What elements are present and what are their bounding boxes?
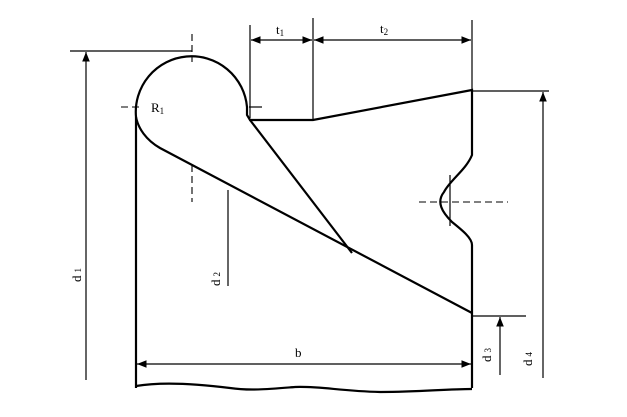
label-d3: d3 [479,348,494,363]
dimension-d3: d3 [472,315,526,375]
label-d1: d1 [69,268,84,282]
dimension-d2: d2 [208,190,229,286]
center-lines [121,34,508,226]
dimension-t1-t2: t1 t2 [249,18,473,120]
lower-arc-and-flank [134,116,473,314]
inner-flank [249,119,353,254]
label-d2: d2 [208,272,223,286]
label-d4: d4 [520,352,535,367]
profile-outline [134,55,474,388]
dimension-d4: d4 [472,90,549,378]
label-t2: t2 [380,21,388,37]
label-b: b [295,345,302,360]
dimension-d1: d1 [69,50,192,380]
label-r1: R1 [151,100,164,116]
dimension-b: b [137,345,471,368]
part-profile [134,55,474,394]
label-t1: t1 [276,22,284,38]
break-line [135,382,473,394]
